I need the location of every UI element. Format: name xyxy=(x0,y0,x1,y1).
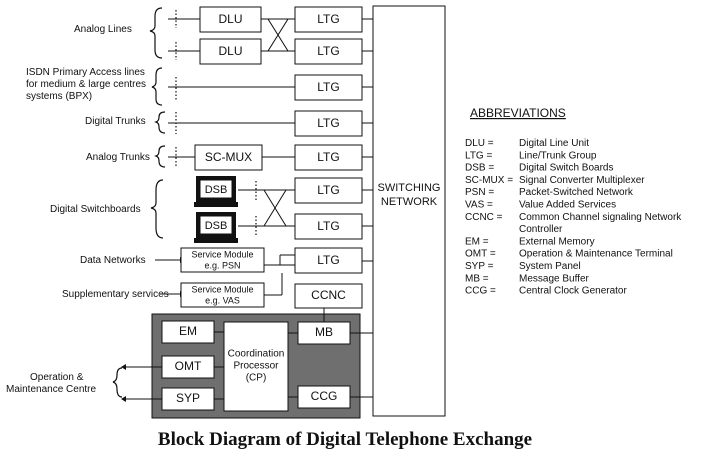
abbreviation-value: System Panel xyxy=(519,261,581,272)
dlu-label-2: DLU xyxy=(218,44,242,58)
ltg-label-3: LTG xyxy=(317,80,339,94)
ltg-label-2: LTG xyxy=(317,44,339,58)
abbreviation-key: SC-MUX = xyxy=(465,175,513,186)
syp-label: SYP xyxy=(176,391,200,405)
cp-label-line1: Coordination xyxy=(228,349,285,360)
omt-label: OMT xyxy=(175,359,202,373)
abbreviation-value: Packet-Switched Network xyxy=(519,187,634,198)
label-supplementary-services: Supplementary services xyxy=(62,289,169,300)
cross-link-b xyxy=(267,18,289,52)
abbreviation-key: VAS = xyxy=(465,200,493,211)
abbreviation-value: Common Channel signaling Network xyxy=(519,212,682,223)
abbreviation-key: DLU = xyxy=(465,138,494,149)
dsb-terminal-1: DSB xyxy=(194,176,238,207)
label-isdn-line3: systems (BPX) xyxy=(26,91,92,102)
label-digital-switchboards: Digital Switchboards xyxy=(50,204,141,215)
ltg-label-7: LTG xyxy=(317,219,339,233)
abbreviation-key: SYP = xyxy=(465,261,494,272)
service-module-psn-line1: Service Module xyxy=(191,249,253,259)
service-module-psn xyxy=(180,247,265,273)
ltg-box-7 xyxy=(294,213,363,240)
cross-link-dsb-b xyxy=(263,189,287,227)
abbreviation-key: OMT = xyxy=(465,249,496,260)
label-isdn-line2: for medium & large centres xyxy=(26,79,146,90)
service-module-vas-line1: Service Module xyxy=(191,284,253,294)
ccg-label: CCG xyxy=(311,389,338,403)
switching-network-line2: NETWORK xyxy=(381,196,438,208)
brace-isdn xyxy=(151,67,163,106)
label-analog-lines: Analog Lines xyxy=(74,24,132,35)
brace-digital-switchboards xyxy=(150,179,164,239)
abbreviation-key: MB = xyxy=(465,273,489,284)
abbreviation-value: Signal Converter Multiplexer xyxy=(519,175,645,186)
abbreviation-value: Digital Line Unit xyxy=(519,138,589,149)
abbreviation-value: Controller xyxy=(519,224,563,235)
dlu-label-1: DLU xyxy=(218,12,242,26)
mb-label: MB xyxy=(315,325,333,339)
sc-mux-label: SC-MUX xyxy=(205,150,252,164)
cp-label-line3: (CP) xyxy=(246,373,267,384)
abbreviation-key: DSB = xyxy=(465,163,494,174)
abbreviation-key: CCNC = xyxy=(465,212,503,223)
label-isdn-line1: ISDN Primary Access lines xyxy=(26,67,145,78)
label-om-centre-line2: Maintenance Centre xyxy=(6,384,96,395)
dlu-box-2 xyxy=(199,38,262,65)
label-analog-trunks: Analog Trunks xyxy=(86,152,150,163)
em-label: EM xyxy=(179,324,197,338)
abbreviation-value: Central Clock Generator xyxy=(519,286,627,297)
abbreviation-key: EM = xyxy=(465,236,489,247)
ltg-box-2 xyxy=(294,38,363,65)
ltg-box-5 xyxy=(294,144,363,171)
abbreviations-heading: ABBREVIATIONS xyxy=(470,106,566,120)
dsb-terminal-2: DSB xyxy=(194,212,238,243)
ccnc-label: CCNC xyxy=(311,288,346,302)
abbreviation-key: CCG = xyxy=(465,286,496,297)
service-module-vas-line2: e.g. VAS xyxy=(205,295,240,305)
abbreviation-key: PSN = xyxy=(465,187,494,198)
cp-label-line2: Processor xyxy=(233,361,279,372)
ltg-label-1: LTG xyxy=(317,12,339,26)
abbreviation-value: Line/Trunk Group xyxy=(519,150,597,161)
abbreviation-key: LTG = xyxy=(465,150,492,161)
ltg-label-6: LTG xyxy=(317,183,339,197)
ccnc-box xyxy=(294,283,363,309)
label-data-networks: Data Networks xyxy=(80,255,146,266)
ltg-box-6 xyxy=(294,177,363,204)
switching-network-box xyxy=(372,5,446,417)
dsb-label-1: DSB xyxy=(205,184,228,196)
service-module-psn-line2: e.g. PSN xyxy=(204,260,240,270)
arrowhead-omt xyxy=(121,364,126,370)
diagram-title: Block Diagram of Digital Telephone Excha… xyxy=(158,429,532,450)
arrowhead-syp xyxy=(121,396,126,402)
brace-digital-trunks xyxy=(154,111,166,134)
label-om-centre-line1: Operation & xyxy=(30,372,84,383)
abbreviation-value: Message Buffer xyxy=(519,273,590,284)
brace-analog-trunks xyxy=(154,145,166,168)
abbreviation-value: Operation & Maintenance Terminal xyxy=(519,249,673,260)
abbreviation-value: Digital Switch Boards xyxy=(519,163,613,174)
abbreviation-value: Value Added Services xyxy=(519,200,616,211)
brace-analog-lines xyxy=(149,7,163,59)
switching-network-line1: SWITCHING xyxy=(378,182,441,194)
dsb-label-2: DSB xyxy=(205,220,228,232)
label-digital-trunks: Digital Trunks xyxy=(85,116,146,127)
ltg-label-4: LTG xyxy=(317,116,339,130)
ltg-box-4 xyxy=(294,110,363,137)
abbreviation-value: External Memory xyxy=(519,236,595,247)
dlu-box-1 xyxy=(199,6,262,33)
brace-om-centre xyxy=(112,367,123,398)
ltg-box-3 xyxy=(294,74,363,101)
ltg-label-8: LTG xyxy=(317,253,339,267)
ltg-label-5: LTG xyxy=(317,150,339,164)
